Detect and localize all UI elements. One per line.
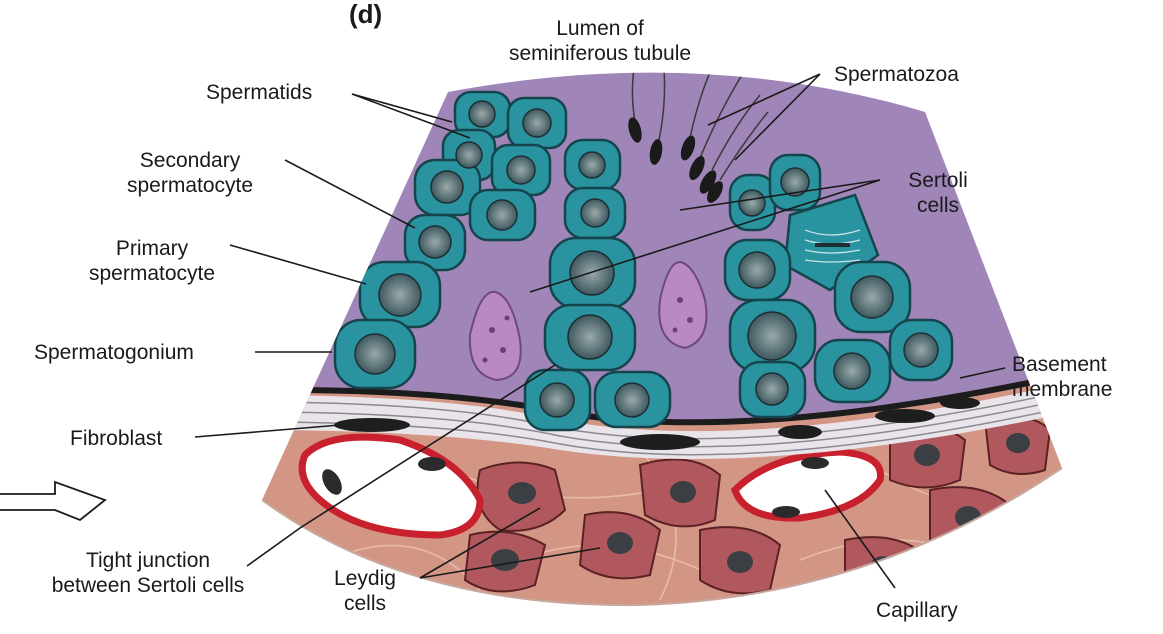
label-spermatozoa: Spermatozoa — [834, 62, 959, 87]
label-spermatogonium: Spermatogonium — [34, 340, 194, 365]
label-spermatids: Spermatids — [206, 80, 312, 105]
panel-letter: (d) — [349, 2, 382, 27]
label-fibroblast: Fibroblast — [70, 426, 162, 451]
arrow-icon — [0, 482, 105, 520]
label-capillary: Capillary — [876, 598, 958, 623]
